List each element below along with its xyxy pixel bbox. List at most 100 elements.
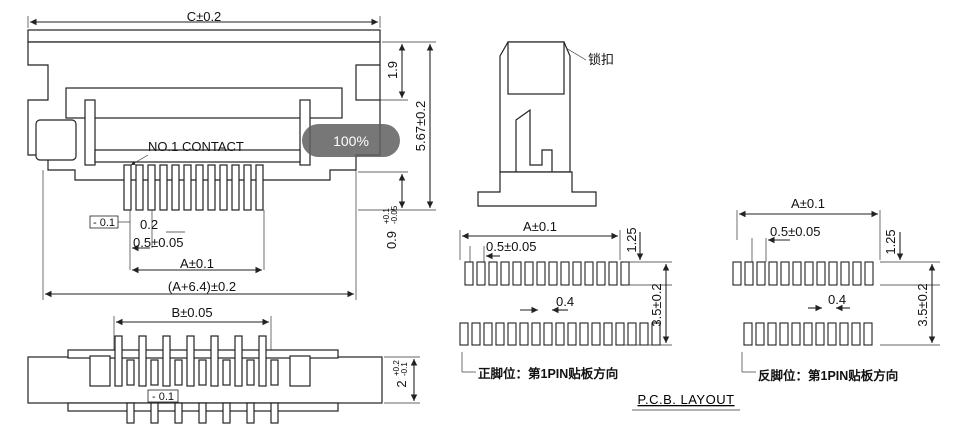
bottom-pin [138,335,147,387]
pcb-right-pitch-label: 0.5±0.05 [770,224,821,239]
bottom-tol-box: - 0.1 [152,391,174,403]
dim-total-label: (A+6.4)±0.2 [168,279,236,294]
pcb-pad [483,322,493,346]
bottom-left-ear [89,355,111,387]
cover-top [27,29,381,43]
pcb-pad [779,322,789,346]
side-base [477,171,597,207]
front-pin [135,164,144,211]
front-pin [183,164,192,211]
pcb-pad [567,322,577,346]
dim-tol-box: - 0.1 [93,217,115,229]
pcb-pad [639,322,649,346]
pcb-pad [840,261,850,286]
pcb-pad [780,261,790,286]
dim-pin-height-minus: -0.05 [390,205,399,224]
bottom-pin [234,335,243,387]
bottom-pin [270,359,279,386]
bottom-pin [150,359,159,386]
front-pin [243,164,252,211]
pcb-right-row-label: 3.5±0.2 [915,283,930,326]
front-pin [147,164,156,211]
bottom-top-lip [67,349,339,359]
pcb-pad [531,322,541,346]
pcb-pad [524,261,534,286]
pcb-pad [791,322,801,346]
pcb-pad [507,322,517,346]
bottom-pin [210,335,219,387]
pcb-left-a-label: A±0.1 [523,219,557,234]
dim-pin-height-plus: +0.1 [382,208,391,224]
pcb-pad [488,261,498,286]
lock-label: 锁扣 [588,52,614,67]
pcb-pad [608,261,618,286]
front-pin [159,164,168,211]
pcb-pad [827,322,837,346]
pcb-pad [768,261,778,286]
pcb-pad [732,261,742,286]
bottom-pin [162,335,171,387]
pcb-pad [500,261,510,286]
bottom-pin [126,359,135,386]
pcb-pad [756,261,766,286]
bottom-pin [198,359,207,386]
side-actuator [507,41,565,95]
pcb-pad [852,261,862,286]
front-pin [171,164,180,211]
pcb-pad [620,261,630,286]
pcb-pad [596,261,606,286]
zoom-indicator[interactable]: 100% [302,124,400,157]
bottom-pin-tail [246,402,255,424]
pcb-pad [519,322,529,346]
pcb-pad [548,261,558,286]
dim-height-label: 5.67±0.2 [413,101,428,152]
pcb-pad [603,322,613,346]
front-pin [123,164,132,211]
bottom-pin [186,335,195,387]
contact-label: NO.1 CONTACT [148,139,244,154]
bottom-height-minus: -0.1 [400,362,409,376]
pcb-pad [495,322,505,346]
front-pin [207,164,216,211]
pcb-right-pad-len-label: 1.25 [883,229,898,254]
dim-b-label: B±0.05 [171,305,212,320]
pcb-pad [627,322,637,346]
pcb-pad [572,261,582,286]
pcb-pad [615,322,625,346]
pcb-left-pad-w-label: 0.4 [556,294,574,309]
bottom-pin [246,359,255,386]
left-latch [84,99,96,166]
bottom-pins [114,335,279,424]
pcb-pad [476,261,486,286]
bottom-pin-tail [198,402,207,424]
bottom-pin [222,359,231,386]
pcb-left-caption: 正脚位：第1PIN贴板方向 [478,366,618,381]
pcb-layout-title: P.C.B. LAYOUT [637,392,734,407]
pcb-pad [804,261,814,286]
bottom-view: B±0.05 - 0.1 2 +0.2 -0.1 [27,305,420,424]
dim-top-label: 1.9 [385,61,400,79]
pcb-layout-left: A±0.1 0.5±0.05 1.25 3.5±0.2 0.4 正脚位：第1PI… [459,219,672,381]
pcb-pad [591,322,601,346]
pcb-pad [792,261,802,286]
left-ear [35,119,77,161]
pcb-pad [579,322,589,346]
pcb-pad [755,322,765,346]
pcb-pad [767,322,777,346]
pcb-pad [744,261,754,286]
pcb-left-row-label: 3.5±0.2 [649,283,664,326]
pcb-pad [584,261,594,286]
bottom-pin-tail [174,402,183,424]
dim-a-label: A±0.1 [180,256,214,271]
pcb-pad [839,322,849,346]
pcb-pad [512,261,522,286]
bottom-pin [114,335,123,387]
pcb-right-a-label: A±0.1 [791,196,825,211]
bottom-pin-tail [126,402,135,424]
dim-pin-height-label: 0.9 [384,231,399,249]
pcb-left-pitch-label: 0.5±0.05 [486,239,537,254]
bottom-height-plus: +0.2 [392,360,401,376]
front-pin [219,164,228,211]
pcb-pad [459,322,469,346]
